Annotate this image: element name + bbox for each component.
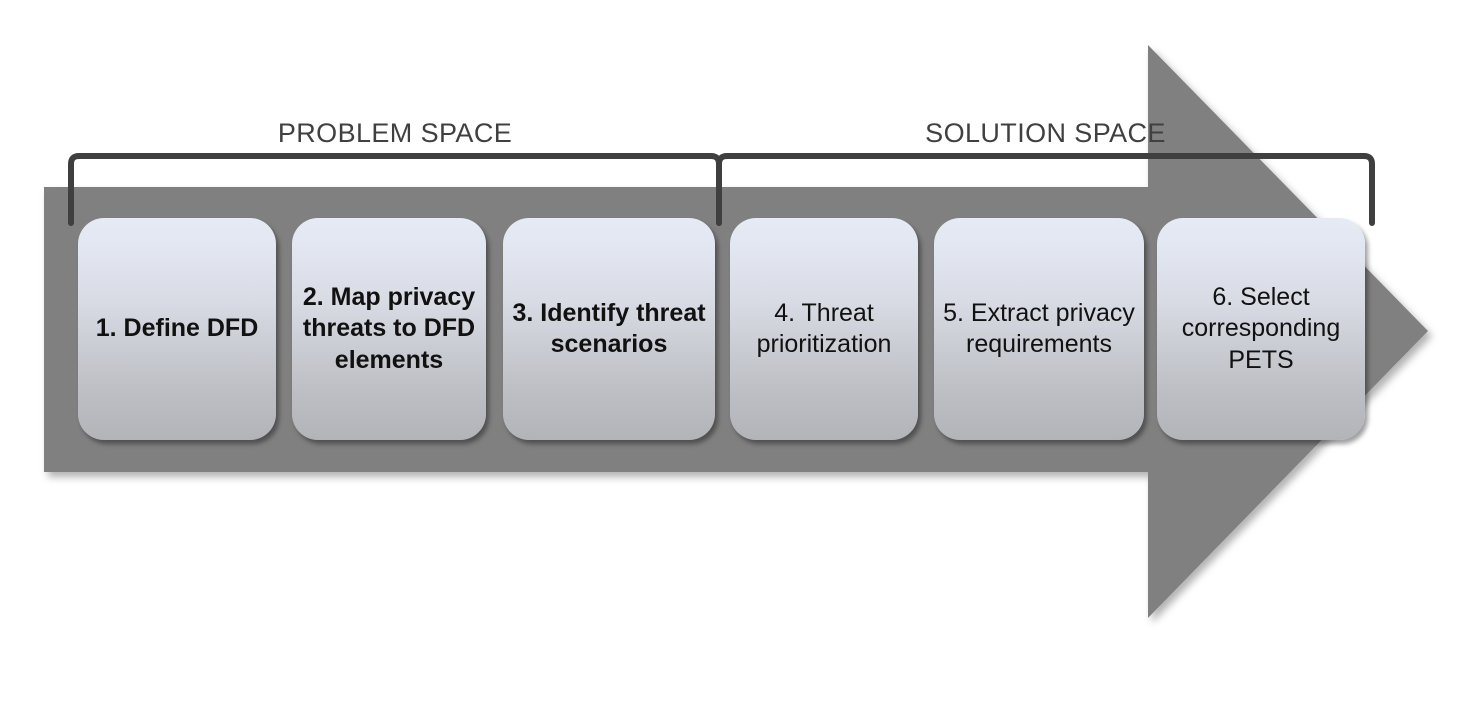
solution-space-bracket (716, 153, 1375, 226)
step-box-1[interactable]: 1. Define DFD (78, 218, 276, 440)
step-label-5: 5. Extract privacy requirements (943, 298, 1135, 359)
step-label-1: 1. Define DFD (95, 314, 259, 343)
step-box-2[interactable]: 2. Map privacy threats to DFD elements (292, 218, 486, 440)
step-box-5[interactable]: 5. Extract privacy requirements (934, 218, 1144, 440)
step-box-6[interactable]: 6. Select corresponding PETS (1157, 218, 1365, 440)
section-label-problem-space: PROBLEM SPACE (277, 118, 513, 148)
step-label-3: 3. Identify threat scenarios (512, 298, 706, 359)
step-label-6: 6. Select corresponding PETS (1181, 282, 1341, 374)
step-box-4[interactable]: 4. Threat prioritization (730, 218, 918, 440)
step-label-2: 2. Map privacy threats to DFD elements (302, 282, 476, 374)
step-label-4: 4. Threat prioritization (756, 298, 892, 359)
step-box-3[interactable]: 3. Identify threat scenarios (503, 218, 715, 440)
section-label-solution-space: SOLUTION SPACE (925, 118, 1166, 148)
